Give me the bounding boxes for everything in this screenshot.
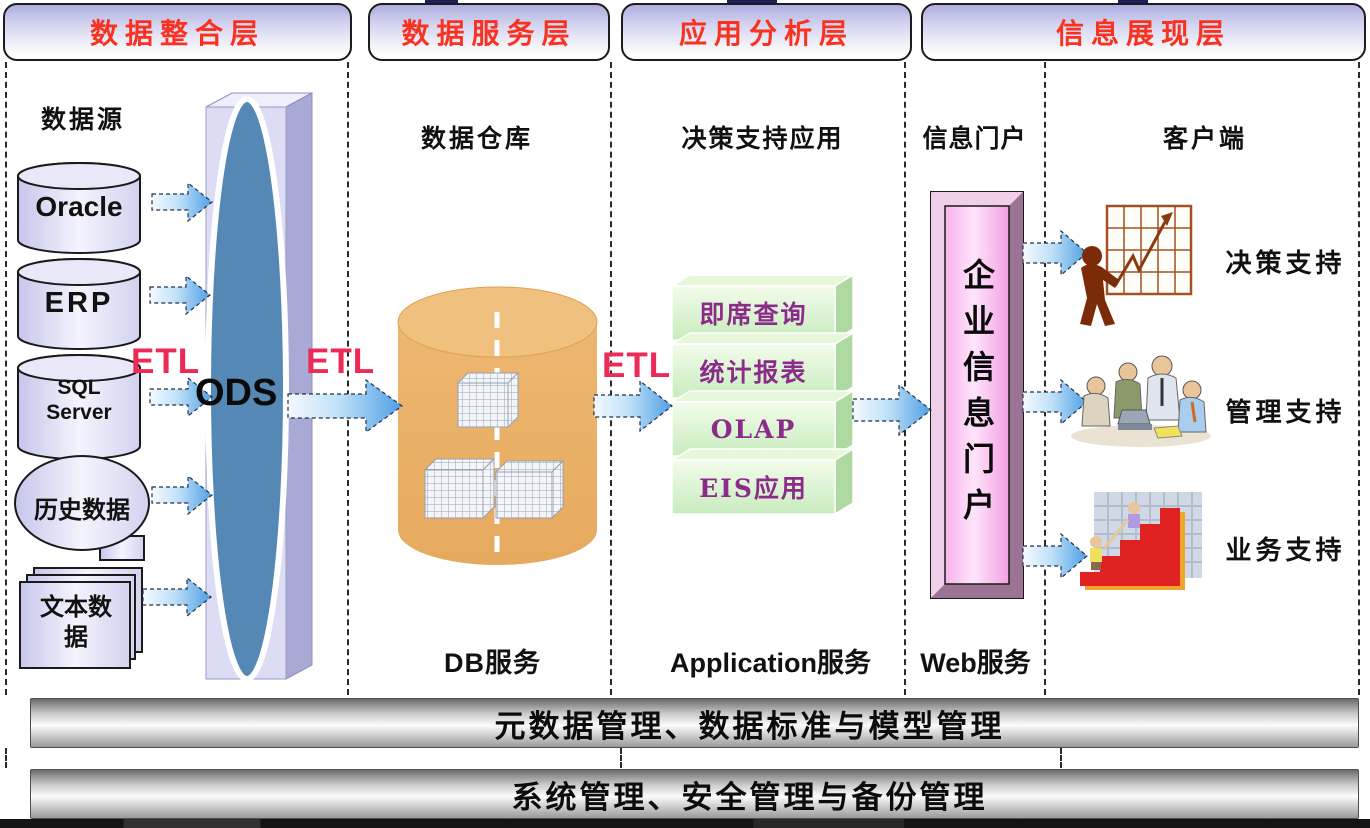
source-label-history: 历史数据 [34,497,130,524]
decision-support-image [1080,204,1193,326]
etl-label-3: ETL [602,346,672,385]
service-label-app: Application服务 [670,648,871,678]
source-label-textdata: 文本数据 [40,594,112,651]
layer-header-integration: 数据整合层 [3,3,352,61]
stack-item-eis: EIS应用 [699,474,808,503]
layer-header-service: 数据服务层 [368,3,610,61]
source-label-oracle: Oracle [35,191,123,222]
olap-cube-icon [456,371,520,429]
flow-arrow-icon [151,181,213,223]
ods-label: ODS [195,372,278,414]
flow-arrows [142,181,1088,618]
column-title-client: 客户端 [1162,125,1247,153]
stack-item-olap: OLAP [710,414,797,444]
flow-arrow-icon [1022,378,1088,426]
warehouse-cylinder [397,286,598,565]
app-stack [669,273,856,516]
system-management-bar: 系统管理、安全管理与备份管理 [30,769,1359,819]
source-db-cylinder-erp [17,258,141,350]
flow-arrow-icon [593,379,673,433]
column-title-portal: 信息门户 [922,125,1027,153]
column-divider-fragment [5,748,7,768]
flow-arrow-icon [149,274,211,316]
layer-header-presentation: 信息展现层 [921,3,1366,61]
bottom-edge-strip [0,819,1370,828]
column-divider-fragment [1060,748,1062,768]
source-db-cylinder-sqlserver [17,354,141,460]
source-label-erp: ERP [44,287,114,319]
management-support-image [1071,355,1211,447]
column-divider-fragment [620,748,622,768]
flow-arrow-icon [1022,229,1088,277]
flow-arrow-icon [852,383,932,437]
metadata-management-bar-label: 元数据管理、数据标准与模型管理 [494,708,1005,745]
service-label-db: DB服务 [444,648,541,678]
column-title-dss-app: 决策支持应用 [681,125,844,153]
column-title-data-source: 数据源 [40,106,125,134]
olap-cube-icon [423,457,496,520]
portal-label: 企业信息门户 [959,258,995,534]
business-support-image [1080,492,1202,590]
etl-label-2: ETL [306,342,376,381]
olap-cube-icon [494,459,565,520]
column-divider [610,62,612,695]
source-documents-text [19,567,143,669]
flow-arrow-icon [142,576,212,618]
column-divider [5,62,7,695]
column-title-warehouse: 数据仓库 [420,125,533,153]
flow-arrow-icon [1022,532,1088,580]
source-label-sqlserver: SQL Server [46,376,112,424]
flow-arrow-icon [151,474,213,516]
stack-item-adhoc-query: 即席查询 [699,300,808,329]
ods-ellipse [205,96,289,682]
flow-arrow-icon [149,376,213,418]
source-db-cylinder-oracle [17,162,141,254]
ods-slab [205,92,313,682]
column-divider [1358,62,1360,695]
portal-frame [930,191,1024,599]
flow-arrow-icon [287,378,404,434]
client-label-management: 管理支持 [1225,397,1346,427]
layer-header-analysis: 应用分析层 [621,3,912,61]
client-label-decision: 决策支持 [1225,248,1346,278]
system-management-bar-label: 系统管理、安全管理与备份管理 [511,779,988,816]
etl-label-1: ETL [131,342,201,381]
column-divider [347,62,349,695]
service-label-web: Web服务 [920,648,1031,678]
source-bubble-history [14,455,150,561]
stack-item-reports: 统计报表 [699,358,808,387]
metadata-management-bar: 元数据管理、数据标准与模型管理 [30,698,1359,748]
column-divider [904,62,906,695]
column-divider [1044,62,1046,695]
client-label-business: 业务支持 [1225,535,1346,565]
